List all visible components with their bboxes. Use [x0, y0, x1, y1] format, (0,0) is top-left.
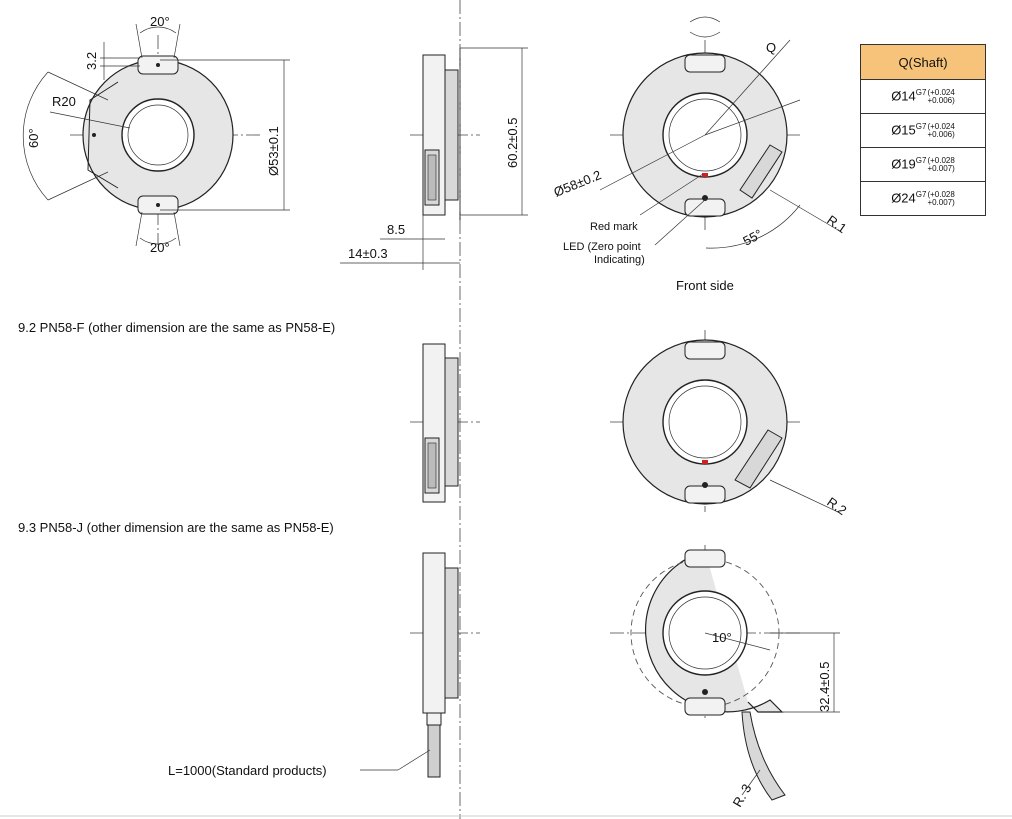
- diameter-58-label: Ø58±0.2: [552, 167, 604, 200]
- shaft-base: Ø19: [891, 156, 916, 172]
- width-8-5-label: 8.5: [387, 222, 405, 237]
- table-row: Ø15G7(+0.024+0.006): [860, 113, 986, 148]
- tol-upper: (+0.024: [927, 87, 955, 97]
- shaft-base: Ø24: [891, 190, 916, 206]
- angle-60-label: 60°: [26, 128, 41, 148]
- encoder-front-view-j: [610, 545, 840, 801]
- section-j-title: 9.3 PN58-J (other dimension are the same…: [18, 520, 334, 535]
- encoder-side-view-f: [410, 343, 480, 503]
- dim-3-2-label: 3.2: [84, 52, 99, 70]
- angle-10-label: 10°: [712, 630, 732, 645]
- shaft-fit: G7: [915, 190, 927, 200]
- angle-55-label: 55°: [740, 226, 764, 248]
- diameter-53-label: Ø53±0.1: [266, 126, 281, 176]
- height-32-label: 32.4±0.5: [817, 661, 832, 712]
- tol-lower: +0.007): [927, 197, 955, 207]
- radius-r3-label: R. 3: [730, 781, 755, 809]
- width-14-label: 14±0.3: [348, 246, 388, 261]
- shaft-tolerance-table: Q(Shaft) Ø14G7(+0.024+0.006) Ø15G7(+0.02…: [860, 44, 986, 216]
- table-row: Ø19G7(+0.028+0.007): [860, 147, 986, 182]
- radius-r20-label: R20: [52, 94, 76, 109]
- shaft-fit: G7: [915, 156, 927, 166]
- shaft-q-label: Q: [766, 40, 776, 55]
- tol-lower: +0.006): [927, 95, 955, 105]
- shaft-fit: G7: [915, 122, 927, 132]
- encoder-front-view-f: [610, 330, 839, 513]
- radius-r2-label: R.2: [824, 494, 849, 518]
- height-60-label: 60.2±0.5: [505, 117, 520, 168]
- table-row: Ø24G7(+0.028+0.007): [860, 181, 986, 216]
- tol-upper: (+0.028: [927, 155, 955, 165]
- tol-lower: +0.007): [927, 163, 955, 173]
- tol-upper: (+0.024: [927, 121, 955, 131]
- tol-lower: +0.006): [927, 129, 955, 139]
- encoder-side-view-j: [360, 552, 480, 778]
- shaft-base: Ø14: [891, 88, 916, 104]
- led-label-line1: LED (Zero point: [563, 241, 641, 253]
- shaft-fit: G7: [915, 88, 927, 98]
- encoder-rear-view: [22, 23, 290, 247]
- tol-upper: (+0.028: [927, 189, 955, 199]
- angle-bottom-label: 20°: [150, 240, 170, 255]
- angle-top-label: 20°: [150, 14, 170, 29]
- led-label-line2: Indicating): [594, 254, 645, 266]
- shaft-base: Ø15: [891, 122, 916, 138]
- red-mark-label: Red mark: [590, 221, 638, 233]
- table-row: Ø14G7(+0.024+0.006): [860, 79, 986, 114]
- encoder-side-view-e: [340, 47, 528, 270]
- radius-r1-label: R.1: [824, 212, 849, 236]
- shaft-table-header: Q(Shaft): [860, 44, 986, 80]
- front-side-caption: Front side: [676, 278, 734, 293]
- section-f-title: 9.2 PN58-F (other dimension are the same…: [18, 320, 335, 335]
- cable-length-label: L=1000(Standard products): [168, 763, 327, 778]
- encoder-front-view: [599, 16, 839, 249]
